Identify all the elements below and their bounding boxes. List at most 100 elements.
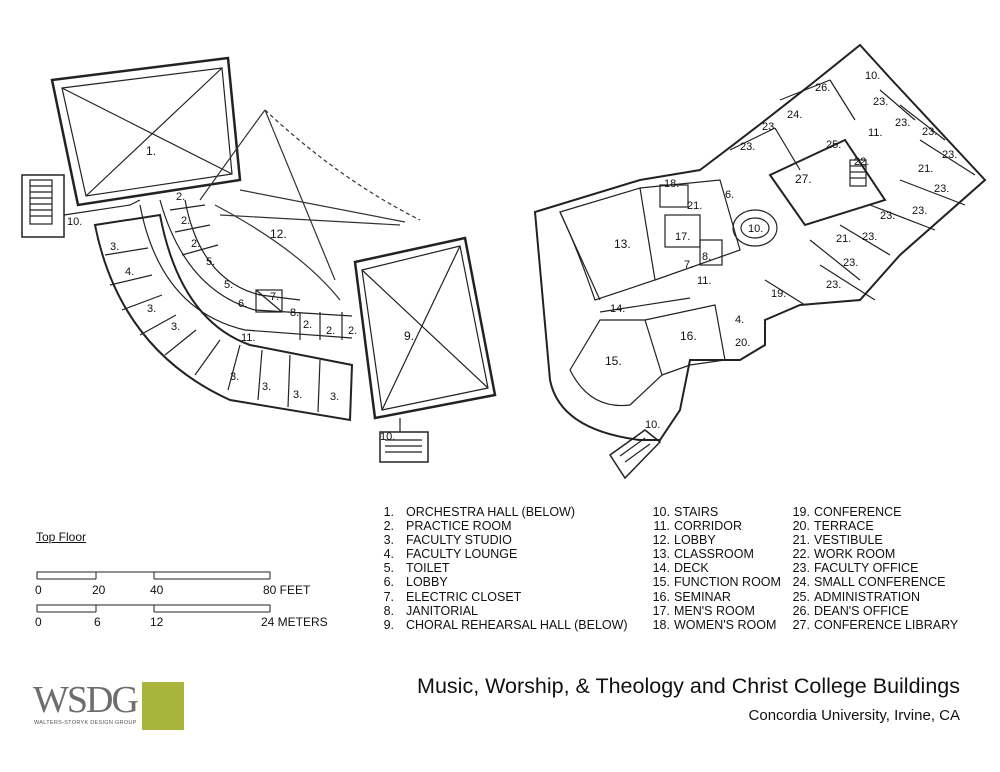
room-label-faculty-office: 23. (843, 257, 858, 269)
room-label-conference: 19. (771, 288, 786, 300)
room-label-deck: 14. (610, 303, 625, 315)
room-label-toilet: 5. (224, 279, 233, 291)
legend-item: 13.CLASSROOM (648, 547, 781, 561)
room-label-faculty-office: 23. (740, 141, 755, 153)
legend-item-number: 1. (383, 505, 394, 519)
legend-item: 7.ELECTRIC CLOSET (376, 590, 628, 604)
floor-plan: 1. 2. 2. 2. 3. 4. 3. 3. 5. 5. 6. 7. 8. 2… (21, 43, 987, 480)
legend-item: 24.SMALL CONFERENCE (788, 575, 958, 589)
room-label-work-room: 22. (854, 156, 869, 168)
legend-item-label: WOMEN'S ROOM (674, 617, 777, 632)
legend-item-number: 26. (792, 603, 810, 618)
orchestra-hall (50, 56, 242, 207)
room-label-vestibule: 21. (918, 163, 933, 175)
legend-item-label: VESTIBULE (814, 533, 883, 548)
room-label-janitorial: 8. (290, 307, 299, 319)
room-label-faculty-office: 23. (862, 231, 877, 243)
legend-item-label: FACULTY STUDIO (406, 533, 512, 548)
room-label-seminar: 16. (680, 329, 697, 343)
legend-item: 18.WOMEN'S ROOM (648, 618, 781, 632)
room-label-choral-hall: 9. (404, 329, 414, 343)
room-label-administration: 25. (826, 139, 841, 151)
legend-item: 1.ORCHESTRA HALL (BELOW) (376, 505, 628, 519)
choral-hall (353, 236, 497, 420)
legend-item-number: 16. (652, 589, 670, 604)
room-label-lobby: 6. (725, 189, 734, 201)
legend-item-label: JANITORIAL (406, 603, 479, 618)
legend-item: 14. DECK (648, 561, 781, 575)
room-label-electric-closet: 7. (684, 259, 693, 271)
legend-item-label: CORRIDOR (674, 519, 743, 534)
room-label-faculty-studio: 3. (293, 389, 302, 401)
legend-item: 5.TOILET (376, 561, 628, 575)
legend-item-number: 2. (383, 519, 394, 534)
room-label-stairs: 10. (865, 70, 880, 82)
floor-label: Top Floor (36, 530, 87, 544)
room-label-orchestra-hall: 1. (146, 144, 156, 158)
legend-item-label: STAIRS (674, 505, 719, 519)
page-title: Music, Worship, & Theology and Christ Co… (417, 674, 960, 698)
legend-item-number: 13. (652, 547, 670, 562)
legend-item-number: 10. (652, 505, 670, 519)
legend-item-label: CONFERENCE (814, 505, 902, 519)
room-label-vestibule: 21. (836, 233, 851, 245)
legend-item-number: 14. (652, 561, 670, 576)
room-label-stairs: 10. (380, 431, 395, 443)
east-building-shell (533, 43, 987, 441)
scale-meters-0: 0 (35, 615, 42, 629)
room-label-corridor: 11. (697, 275, 711, 287)
room-label-practice-room: 2. (191, 238, 200, 250)
room-label-faculty-studio: 3. (110, 241, 119, 253)
legend-item: 9.CHORAL REHEARSAL HALL (BELOW) (376, 618, 628, 632)
legend-item-number: 15. (652, 575, 670, 590)
room-label-practice-room: 2. (303, 319, 312, 331)
room-label-faculty-studio: 3. (230, 371, 239, 383)
room-label-toilet: 4. (735, 314, 744, 326)
legend-item: 20.TERRACE (788, 519, 958, 533)
scale-meters-12: 12 (150, 615, 164, 629)
legend-item-label: DECK (674, 561, 709, 576)
legend-item-number: 6. (383, 575, 394, 590)
scale-bar (36, 571, 271, 613)
room-label-faculty-office: 23. (762, 121, 777, 133)
room-label-practice-room: 2. (176, 191, 185, 203)
legend-item-label: MEN'S ROOM (674, 603, 755, 618)
legend-item: 19.CONFERENCE (788, 505, 958, 519)
room-label-faculty-office: 23. (942, 149, 957, 161)
room-label-lobby: 6. (238, 298, 247, 310)
legend-item: 17.MEN'S ROOM (648, 604, 781, 618)
room-label-stairs: 10. (67, 216, 82, 228)
curved-wing-west (93, 199, 354, 422)
room-label-electric-closet: 7. (270, 291, 279, 303)
legend-item: 22. WORK ROOM (788, 547, 958, 561)
legend-item-label: WORK ROOM (814, 547, 896, 562)
scale-feet-20: 20 (92, 583, 106, 597)
legend-item: 10. STAIRS (648, 505, 781, 519)
legend-item-label: CONFERENCE LIBRARY (814, 617, 959, 632)
room-label-faculty-studio: 3. (147, 303, 156, 315)
room-label-faculty-office: 23. (912, 205, 927, 217)
legend-item: 6.LOBBY (376, 575, 628, 589)
room-label-faculty-studio: 3. (171, 321, 180, 333)
legend-item-number: 5. (383, 561, 394, 576)
legend-item: 4.FACULTY LOUNGE (376, 547, 628, 561)
legend-item-number: 4. (383, 547, 394, 562)
legend-item-number: 22. (792, 547, 810, 562)
legend-item-number: 9. (383, 617, 394, 632)
scale-feet-40: 40 (150, 583, 164, 597)
room-label-toilet: 5. (206, 256, 215, 268)
room-label-stairs: 10. (645, 419, 660, 431)
legend-item: 16.SEMINAR (648, 590, 781, 604)
legend-item: 25.ADMINISTRATION (788, 590, 958, 604)
legend-item: 11.CORRIDOR (648, 519, 781, 533)
room-label-function-room: 15. (605, 354, 622, 368)
room-label-practice-room: 2. (326, 325, 335, 337)
legend-item-label: LOBBY (674, 533, 716, 548)
stairs-choral (379, 418, 429, 463)
room-label-womens-room: 18. (664, 178, 679, 190)
scale-feet-80: 80 FEET (263, 583, 311, 597)
legend-item-label: FACULTY OFFICE (814, 561, 919, 576)
room-label-faculty-office: 23. (880, 210, 895, 222)
legend-item-number: 12. (652, 533, 670, 548)
